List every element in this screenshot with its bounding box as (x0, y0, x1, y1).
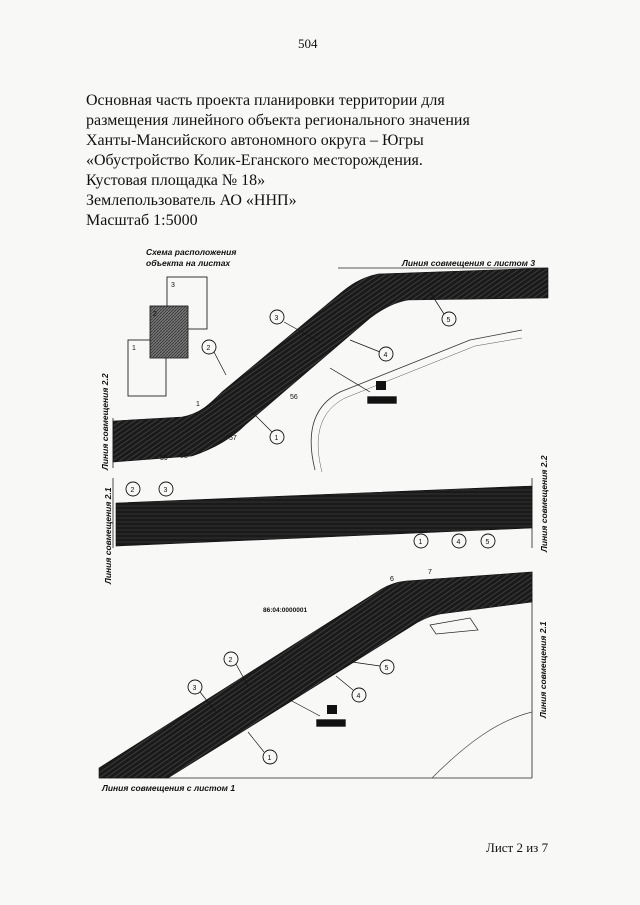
plan-frame-top: 1 57 56 58 59 Схема расположения объекта… (100, 247, 549, 473)
svg-text:2: 2 (207, 345, 211, 352)
svg-text:1: 1 (196, 401, 200, 408)
scheme-sheet-number: 3 (171, 282, 175, 289)
callout-1: 1 (251, 411, 285, 445)
svg-text:1: 1 (268, 755, 272, 762)
point-label: 6 (390, 576, 394, 583)
section-marker (376, 381, 386, 390)
svg-text:5: 5 (486, 539, 490, 546)
callout-5: 5 (351, 659, 395, 675)
section-marker (366, 395, 398, 405)
match-line-2-1-label: Линия совмещения 2.1 (103, 487, 113, 585)
callout-3: 3 (187, 679, 217, 713)
svg-text:5: 5 (447, 317, 451, 324)
scheme-caption: Схема расположения (146, 247, 236, 257)
svg-text:58: 58 (180, 453, 188, 460)
callout-3: 3 (158, 481, 174, 497)
svg-text:1: 1 (275, 435, 279, 442)
heading-line: Основная часть проекта планировки террит… (86, 92, 445, 109)
scheme-sheet-2-current (149, 305, 189, 359)
svg-text:2: 2 (229, 657, 233, 664)
page-number: 504 (298, 36, 318, 51)
cadastral-number: 86:04:0000001 (263, 607, 307, 614)
svg-text:59: 59 (160, 455, 168, 462)
sheet-number: Лист 2 из 7 (486, 840, 549, 855)
point-label: 7 (428, 569, 432, 576)
svg-text:4: 4 (384, 352, 388, 359)
match-line-2-2-label: Линия совмещения 2.2 (100, 373, 110, 471)
scheme-sheet-number: 1 (132, 345, 136, 352)
match-line-2-1-label: Линия совмещения 2.1 (538, 621, 548, 719)
section-marker (315, 718, 347, 728)
callout-4: 4 (349, 339, 394, 362)
callout-4: 4 (451, 533, 467, 549)
match-line-sheet-1-label: Линия совмещения с листом 1 (101, 783, 235, 793)
scale-line: Масштаб 1:5000 (86, 212, 198, 229)
callout-1: 1 (413, 533, 429, 549)
svg-text:4: 4 (457, 539, 461, 546)
heading-line: Ханты-Мансийского автономного округа – Ю… (86, 132, 424, 149)
road-corridor (112, 267, 549, 463)
road-corridor (98, 571, 533, 779)
sheet-layout-scheme: Схема расположения объекта на листах 1 2… (127, 247, 236, 397)
scheme-sheet-number: 2 (153, 311, 157, 318)
callout-4: 4 (335, 675, 367, 703)
svg-text:3: 3 (164, 487, 168, 494)
callout-5: 5 (429, 291, 457, 327)
callout-2: 2 (201, 339, 227, 376)
heading-line: Кустовая площадка № 18» (86, 172, 266, 189)
svg-text:2: 2 (131, 487, 135, 494)
svg-text:3: 3 (275, 315, 279, 322)
scheme-caption: объекта на листах (146, 258, 231, 268)
match-line-sheet-3-label: Линия совмещения с листом 3 (401, 258, 535, 268)
callout-2: 2 (223, 651, 249, 687)
svg-text:1: 1 (419, 539, 423, 546)
heading-line: Землепользователь АО «ННП» (86, 192, 297, 209)
existing-road-line (310, 329, 523, 471)
match-line-2-2-label: Линия совмещения 2.2 (539, 455, 549, 553)
callout-5: 5 (480, 533, 496, 549)
heading-line: размещения линейного объекта регионально… (86, 112, 470, 129)
section-marker (327, 705, 337, 714)
document-heading: Основная часть проекта планировки террит… (86, 91, 526, 231)
svg-text:5: 5 (385, 665, 389, 672)
callout-3: 3 (269, 309, 321, 343)
callout-2: 2 (125, 481, 141, 497)
plan-frame-middle: Линия совмещения 2.1 Линия совмещения 2.… (103, 455, 549, 585)
svg-text:56: 56 (290, 394, 298, 401)
svg-text:3: 3 (193, 685, 197, 692)
heading-line: «Обустройство Колик-Еганского месторожде… (86, 152, 423, 169)
road-corridor (115, 485, 533, 547)
plan-frame-bottom: 6 7 86:04:0000001 Линия совмещения с лис… (98, 569, 548, 793)
scheme-sheet-1 (127, 339, 167, 397)
svg-text:4: 4 (357, 693, 361, 700)
callout-1: 1 (247, 731, 278, 765)
svg-text:57: 57 (229, 435, 237, 442)
existing-road-line (431, 711, 533, 779)
